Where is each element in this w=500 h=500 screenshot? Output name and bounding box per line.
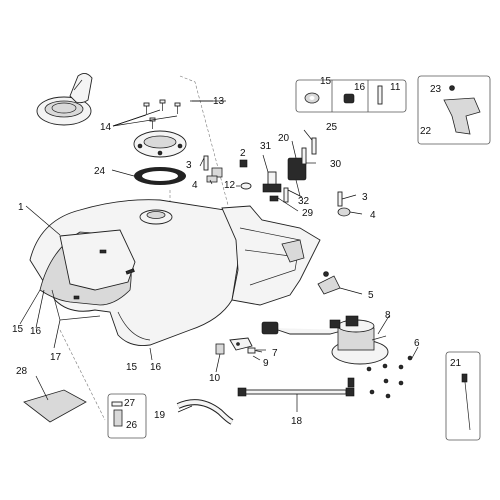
center-hardware bbox=[203, 155, 282, 193]
callout-21: 21 bbox=[450, 358, 462, 369]
callout-15: 15 bbox=[12, 324, 24, 335]
callout-16: 16 bbox=[354, 82, 366, 93]
sensor-bracket-part bbox=[215, 337, 263, 355]
bracket-5-part bbox=[317, 271, 341, 295]
callout-28: 28 bbox=[16, 366, 28, 377]
bolts-6 bbox=[366, 355, 413, 399]
tank-support-frame-part bbox=[221, 205, 321, 306]
callout-1: 1 bbox=[18, 202, 24, 213]
callout-23: 23 bbox=[430, 84, 442, 95]
callout-25: 25 bbox=[326, 122, 338, 133]
callout-18: 18 bbox=[291, 416, 303, 427]
fuel-tank-part bbox=[29, 199, 242, 346]
callout-12: 12 bbox=[224, 180, 236, 191]
callout-15: 15 bbox=[126, 362, 138, 373]
callout-31: 31 bbox=[260, 141, 272, 152]
inset-27-26 bbox=[107, 393, 147, 439]
leader-lines bbox=[19, 100, 419, 413]
fuel-pump-part bbox=[261, 315, 389, 365]
callout-4: 4 bbox=[192, 180, 198, 191]
callout-8: 8 bbox=[385, 310, 391, 321]
callout-15: 15 bbox=[320, 76, 332, 87]
callout-24: 24 bbox=[94, 166, 106, 177]
callout-labels: 1 2 3 3 4 4 5 6 7 8 9 10 11 12 13 14 15 … bbox=[12, 76, 462, 431]
callout-6: 6 bbox=[414, 338, 420, 349]
screws-14 bbox=[143, 99, 181, 129]
callout-3: 3 bbox=[362, 192, 368, 203]
callout-16: 16 bbox=[150, 362, 162, 373]
callout-26: 26 bbox=[126, 420, 138, 431]
mat-28-part bbox=[23, 389, 87, 423]
cap-flange-part bbox=[133, 130, 187, 158]
right-hardware bbox=[337, 191, 351, 217]
callout-14: 14 bbox=[100, 122, 112, 133]
callout-22: 22 bbox=[420, 126, 432, 137]
callout-7: 7 bbox=[272, 348, 278, 359]
callout-17: 17 bbox=[50, 352, 62, 363]
gasket-part bbox=[134, 167, 186, 185]
callout-5: 5 bbox=[368, 290, 374, 301]
callout-3: 3 bbox=[186, 160, 192, 171]
callout-29: 29 bbox=[302, 208, 314, 219]
callout-27: 27 bbox=[124, 398, 136, 409]
hose-part bbox=[176, 399, 234, 425]
inset-15-16-11 bbox=[295, 79, 407, 113]
callout-20: 20 bbox=[278, 133, 290, 144]
callout-11: 11 bbox=[390, 82, 401, 93]
callout-32: 32 bbox=[298, 196, 310, 207]
callout-13: 13 bbox=[213, 96, 225, 107]
callout-4: 4 bbox=[370, 210, 376, 221]
inset-21 bbox=[445, 351, 481, 441]
inset-22-23 bbox=[417, 75, 491, 145]
callout-2: 2 bbox=[240, 148, 246, 159]
callout-19: 19 bbox=[154, 410, 166, 421]
callout-16: 16 bbox=[30, 326, 42, 337]
sensor-assembly-part bbox=[269, 137, 317, 203]
fuel-line-part bbox=[237, 377, 355, 397]
callout-30: 30 bbox=[330, 159, 342, 170]
callout-10: 10 bbox=[209, 373, 221, 384]
fuel-cap-part bbox=[36, 73, 93, 126]
callout-9: 9 bbox=[263, 358, 269, 369]
